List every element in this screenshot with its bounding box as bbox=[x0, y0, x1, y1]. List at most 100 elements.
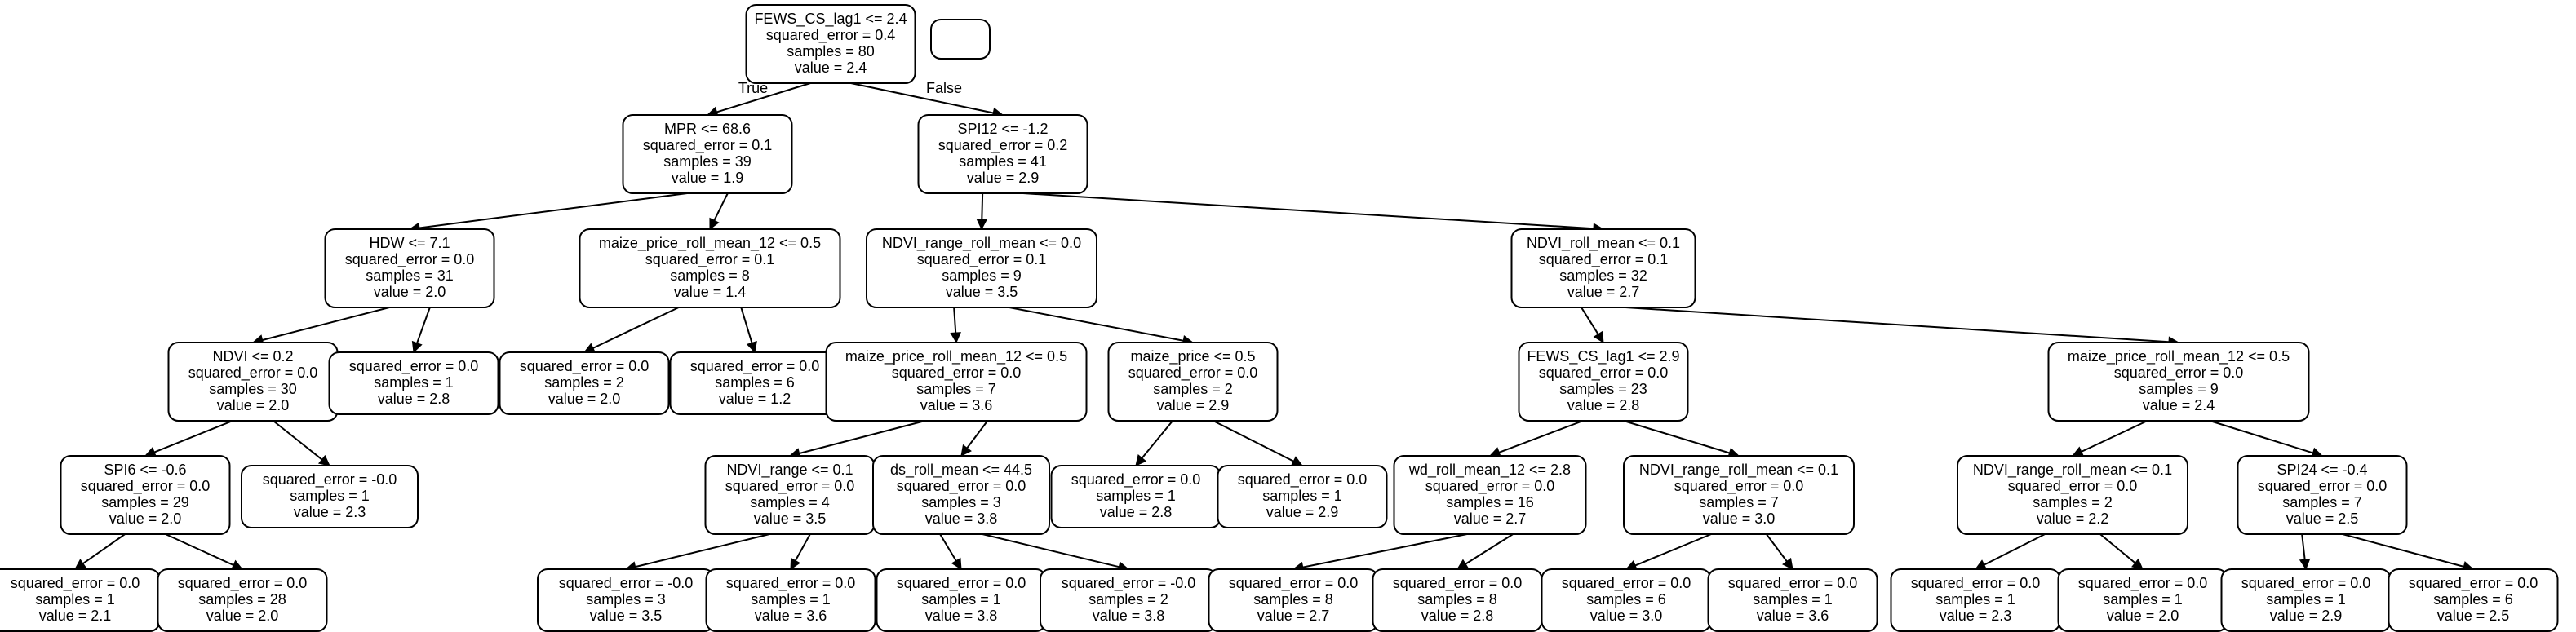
edge-line bbox=[799, 420, 925, 454]
arrowhead bbox=[2299, 558, 2311, 571]
node-box bbox=[872, 455, 1050, 535]
tree-edge bbox=[2071, 420, 2148, 457]
tree-edge bbox=[2099, 533, 2144, 570]
arrowhead bbox=[1456, 559, 1470, 570]
node-box bbox=[60, 455, 231, 535]
tree-edge bbox=[1135, 420, 1173, 466]
node-stat-line: squared_error = 0.0 bbox=[2241, 575, 2371, 592]
node-stat-line: samples = 1 bbox=[751, 591, 831, 608]
edge-line bbox=[1634, 533, 1712, 567]
node-stat-line: squared_error = 0.0 bbox=[1229, 575, 1359, 592]
tree-edge bbox=[1625, 307, 2180, 348]
tree-edge bbox=[1456, 533, 1514, 570]
node-condition: NDVI <= 0.2 bbox=[212, 348, 293, 365]
split-node: maize_price_roll_mean_12 <= 0.5squared_e… bbox=[825, 342, 1088, 422]
node-stat-line: squared_error = 0.0 bbox=[345, 251, 475, 268]
arrowhead bbox=[317, 454, 330, 466]
node-condition: FEWS_CS_lag1 <= 2.4 bbox=[754, 11, 907, 28]
tree-edge bbox=[251, 307, 390, 346]
node-condition: FEWS_CS_lag1 <= 2.9 bbox=[1527, 348, 1679, 365]
node-stat-line: squared_error = 0.0 bbox=[1728, 575, 1858, 592]
node-stat-line: squared_error = 0.0 bbox=[897, 575, 1026, 592]
node-condition: ds_roll_mean <= 44.5 bbox=[890, 462, 1032, 479]
node-stat-line: squared_error = -0.0 bbox=[263, 471, 397, 488]
node-stat-line: value = 2.2 bbox=[2037, 510, 2109, 527]
arrowhead bbox=[2071, 446, 2085, 457]
node-stat-line: value = 3.5 bbox=[946, 284, 1018, 300]
node-stat-line: squared_error = 0.0 bbox=[11, 575, 140, 592]
node-stat-line: samples = 1 bbox=[1935, 591, 2015, 608]
node-stat-line: value = 2.9 bbox=[1266, 504, 1339, 520]
node-box bbox=[2237, 455, 2408, 535]
node-stat-line: samples = 16 bbox=[1446, 494, 1534, 510]
node-stat-line: squared_error = 0.0 bbox=[1425, 478, 1555, 495]
node-stat-line: squared_error = -0.0 bbox=[559, 575, 694, 592]
node-condition: NDVI_range_roll_mean <= 0.0 bbox=[882, 235, 1081, 252]
edge-line bbox=[1766, 533, 1788, 562]
node-box bbox=[622, 114, 793, 194]
node-stat-line: squared_error = 0.0 bbox=[1393, 575, 1523, 592]
tree-edge bbox=[1488, 420, 1584, 457]
edge-line bbox=[740, 307, 753, 343]
node-stat-line: value = 1.4 bbox=[674, 284, 747, 300]
node-stat-line: squared_error = 0.0 bbox=[2409, 575, 2538, 592]
node-stat-line: samples = 80 bbox=[787, 43, 875, 60]
node-stat-line: value = 2.7 bbox=[1454, 510, 1527, 527]
edge-line bbox=[165, 533, 234, 566]
node-stat-line: samples = 6 bbox=[2433, 591, 2513, 608]
tree-edge bbox=[788, 420, 925, 459]
tree-edge bbox=[1213, 420, 1303, 466]
node-stat-line: value = 2.8 bbox=[378, 391, 450, 407]
node-box bbox=[157, 568, 328, 632]
split-node: NDVI_range_roll_mean <= 0.1squared_error… bbox=[1623, 455, 1855, 535]
node-stat-line: squared_error = 0.0 bbox=[188, 365, 318, 382]
node-stat-line: samples = 1 bbox=[2266, 591, 2346, 608]
node-stat-line: squared_error = 0.0 bbox=[726, 575, 856, 592]
tree-edge bbox=[408, 192, 688, 234]
edge-line bbox=[953, 307, 957, 334]
edge-line bbox=[982, 533, 1120, 568]
false-edge-label: False bbox=[926, 80, 962, 96]
arrowhead bbox=[951, 557, 962, 570]
node-stat-line: squared_error = 0.1 bbox=[1539, 251, 1669, 268]
arrowhead bbox=[411, 340, 423, 354]
edge-line bbox=[939, 533, 957, 562]
node-stat-line: squared_error = 0.0 bbox=[178, 575, 308, 592]
node-stat-line: value = 2.0 bbox=[109, 510, 182, 527]
tree-edge bbox=[790, 533, 811, 570]
node-box bbox=[1393, 455, 1587, 535]
node-condition: SPI6 <= -0.6 bbox=[104, 462, 186, 478]
node-stat-line: value = 2.0 bbox=[217, 397, 290, 413]
node-stat-line: samples = 7 bbox=[2282, 494, 2362, 510]
node-condition: HDW <= 7.1 bbox=[369, 235, 450, 251]
node-stat-line: samples = 23 bbox=[1559, 381, 1647, 397]
node-stat-line: samples = 9 bbox=[942, 267, 1022, 284]
node-box bbox=[499, 351, 670, 415]
node-stat-line: squared_error = 0.1 bbox=[645, 251, 775, 268]
split-node: NDVI_range_roll_mean <= 0.1squared_error… bbox=[1957, 455, 2188, 535]
edge-line bbox=[153, 420, 233, 453]
edge-line bbox=[1302, 533, 1467, 568]
node-stat-line: samples = 1 bbox=[1096, 488, 1176, 504]
node-stat-line: value = 2.5 bbox=[2286, 510, 2359, 527]
node-box bbox=[1957, 455, 2188, 535]
edge-line bbox=[1022, 192, 1594, 230]
node-stat-line: value = 3.0 bbox=[1590, 608, 1663, 624]
node-stat-line: value = 2.0 bbox=[548, 391, 621, 407]
node-stat-line: squared_error = 0.0 bbox=[2114, 365, 2244, 382]
node-stat-line: value = 2.9 bbox=[967, 170, 1040, 186]
node-stat-line: squared_error = 0.0 bbox=[1674, 478, 1804, 495]
node-box bbox=[1707, 568, 1878, 632]
edge-line bbox=[1009, 307, 1184, 342]
edge-line bbox=[850, 82, 994, 114]
